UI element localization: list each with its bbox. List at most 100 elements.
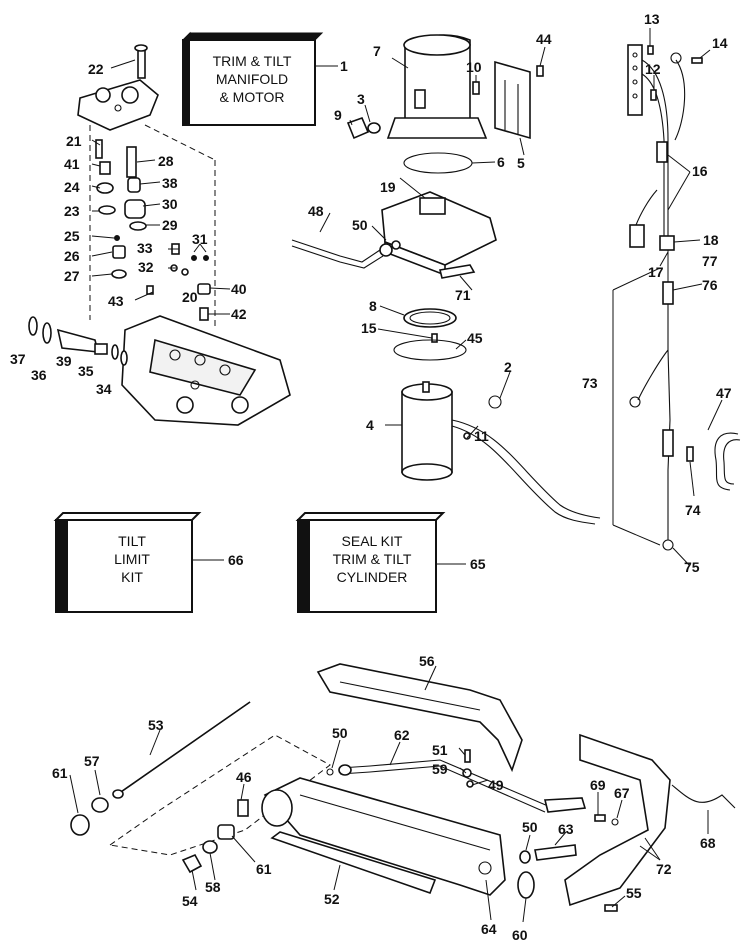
callout-8: 8 bbox=[369, 298, 377, 314]
box-tilt-limit-kit: TILT LIMIT KIT bbox=[53, 512, 224, 613]
callout-23: 23 bbox=[64, 203, 80, 219]
callout-27: 27 bbox=[64, 268, 80, 284]
callout-64: 64 bbox=[481, 921, 497, 937]
callout-35: 35 bbox=[78, 363, 94, 379]
box-seal-kit: SEAL KIT TRIM & TILT CYLINDER bbox=[295, 512, 466, 613]
callout-22: 22 bbox=[88, 61, 104, 77]
callout-6: 6 bbox=[497, 154, 505, 170]
callout-9: 9 bbox=[334, 107, 342, 123]
callout-15: 15 bbox=[361, 320, 377, 336]
motor-4-part bbox=[401, 381, 601, 525]
callout-72: 72 bbox=[656, 861, 672, 877]
cover-5-part bbox=[494, 60, 531, 140]
box3-line3: CYLINDER bbox=[337, 569, 408, 585]
callout-50c: 50 bbox=[522, 819, 538, 835]
box2-line3: KIT bbox=[121, 569, 143, 585]
callout-30: 30 bbox=[162, 196, 178, 212]
strap-8-part bbox=[393, 308, 467, 361]
callout-48: 48 bbox=[308, 203, 324, 219]
box2-line2: LIMIT bbox=[114, 551, 150, 567]
callout-65: 65 bbox=[470, 556, 486, 572]
callout-61b: 61 bbox=[256, 861, 272, 877]
callout-17: 17 bbox=[648, 264, 664, 280]
box2-line1: TILT bbox=[118, 533, 146, 549]
callout-43: 43 bbox=[108, 293, 124, 309]
callout-26: 26 bbox=[64, 248, 80, 264]
callout-76: 76 bbox=[702, 277, 718, 293]
callout-58: 58 bbox=[205, 879, 221, 895]
box1-line2: MANIFOLD bbox=[216, 71, 288, 87]
callout-47: 47 bbox=[716, 385, 732, 401]
bracket-56-part bbox=[316, 663, 523, 773]
reservoir-part bbox=[386, 34, 488, 139]
callout-68: 68 bbox=[700, 835, 716, 851]
callout-29: 29 bbox=[162, 217, 178, 233]
callout-1: 1 bbox=[340, 58, 348, 74]
small-bottom-parts bbox=[181, 749, 619, 912]
o-ring-6 bbox=[403, 152, 473, 174]
callout-59: 59 bbox=[432, 761, 448, 777]
callout-38: 38 bbox=[162, 175, 178, 191]
callout-60: 60 bbox=[512, 927, 528, 943]
callout-75: 75 bbox=[684, 559, 700, 575]
callout-18: 18 bbox=[703, 232, 719, 248]
callout-21: 21 bbox=[66, 133, 82, 149]
manifold-cover-part bbox=[77, 44, 216, 330]
callout-77: 77 bbox=[702, 253, 718, 269]
callout-40: 40 bbox=[231, 281, 247, 297]
cylinder-64-part bbox=[261, 777, 506, 896]
box3-line1: SEAL KIT bbox=[342, 533, 403, 549]
fitting-9-3 bbox=[346, 65, 544, 140]
callout-50a: 50 bbox=[352, 217, 368, 233]
strip-52-part bbox=[270, 831, 437, 895]
callout-57: 57 bbox=[84, 753, 100, 769]
callout-7: 7 bbox=[373, 43, 381, 59]
callout-16: 16 bbox=[692, 163, 708, 179]
box3-line2: TRIM & TILT bbox=[333, 551, 412, 567]
callout-42: 42 bbox=[231, 306, 247, 322]
callout-28: 28 bbox=[158, 153, 174, 169]
callout-34: 34 bbox=[96, 381, 112, 397]
callout-63: 63 bbox=[558, 821, 574, 837]
left-fitting-parts bbox=[28, 316, 128, 366]
callout-52: 52 bbox=[324, 891, 340, 907]
box1-line3: & MOTOR bbox=[219, 89, 284, 105]
callout-20: 20 bbox=[182, 289, 198, 305]
callout-25: 25 bbox=[64, 228, 80, 244]
callout-33: 33 bbox=[137, 240, 153, 256]
callout-39: 39 bbox=[56, 353, 72, 369]
callout-66: 66 bbox=[228, 552, 244, 568]
callout-69: 69 bbox=[590, 777, 606, 793]
callout-32: 32 bbox=[138, 259, 154, 275]
callout-45: 45 bbox=[467, 330, 483, 346]
callout-4: 4 bbox=[366, 417, 374, 433]
callout-56: 56 bbox=[419, 653, 435, 669]
callout-5: 5 bbox=[517, 155, 525, 171]
callout-73: 73 bbox=[582, 375, 598, 391]
callout-46: 46 bbox=[236, 769, 252, 785]
callout-44: 44 bbox=[536, 31, 552, 47]
callout-61a: 61 bbox=[52, 765, 68, 781]
callout-53: 53 bbox=[148, 717, 164, 733]
rod-53-part bbox=[70, 701, 331, 856]
callout-2: 2 bbox=[504, 359, 512, 375]
callout-labels: 1 2 3 4 5 6 7 8 9 10 11 12 13 14 15 16 1… bbox=[10, 11, 732, 943]
box1-line1: TRIM & TILT bbox=[213, 53, 292, 69]
callout-67: 67 bbox=[614, 785, 630, 801]
callout-50b: 50 bbox=[332, 725, 348, 741]
tube-48-part bbox=[291, 239, 476, 279]
callout-3: 3 bbox=[357, 91, 365, 107]
wire-harness-part bbox=[612, 44, 741, 551]
callout-10: 10 bbox=[466, 59, 482, 75]
callout-19: 19 bbox=[380, 179, 396, 195]
plate-72-part bbox=[564, 733, 736, 907]
tube-62-part bbox=[338, 759, 587, 813]
callout-36: 36 bbox=[31, 367, 47, 383]
callout-24: 24 bbox=[64, 179, 80, 195]
pump-body-part bbox=[381, 191, 497, 277]
callout-51: 51 bbox=[432, 742, 448, 758]
callout-12: 12 bbox=[645, 61, 661, 77]
callout-55: 55 bbox=[626, 885, 642, 901]
leader-lines bbox=[69, 28, 723, 923]
